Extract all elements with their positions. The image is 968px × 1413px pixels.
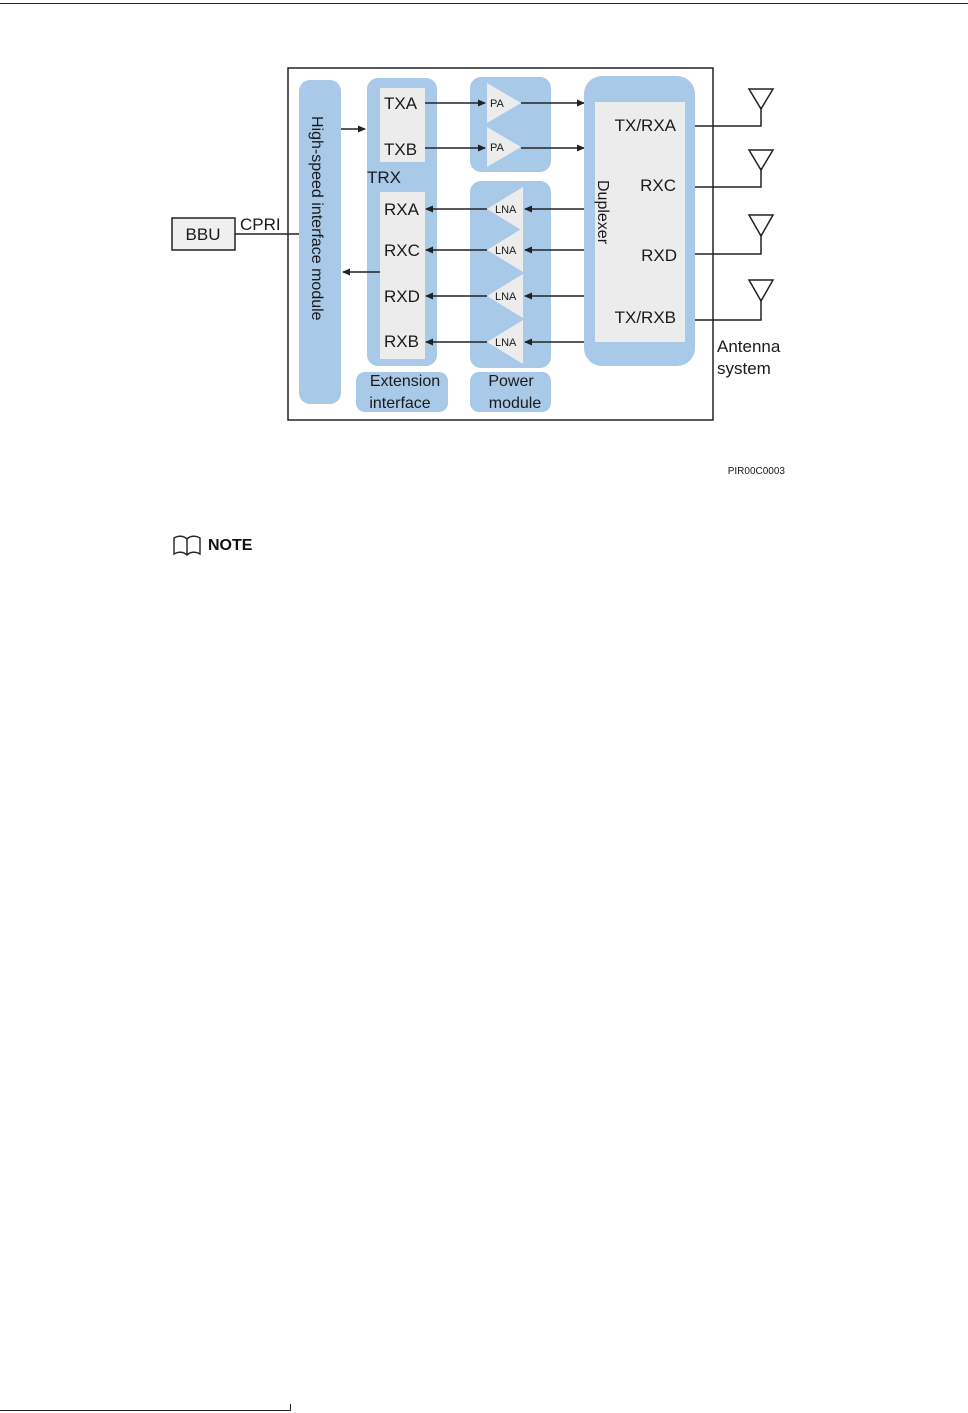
rx-port-label-rxc: RXC <box>384 241 420 260</box>
book-icon <box>172 534 202 558</box>
trx-label: TRX <box>367 168 401 187</box>
interface-module-label: High-speed interface module <box>308 116 325 321</box>
lna-label-3: LNA <box>495 291 517 303</box>
lna-label-2: LNA <box>495 245 517 257</box>
tx-port-label-txb: TXB <box>384 140 417 159</box>
rx-port-label-rxa: RXA <box>384 200 420 219</box>
footer-rule-divider <box>290 1404 291 1411</box>
antenna-system-label-line2: system <box>717 359 771 378</box>
duplexer-label: Duplexer <box>594 180 611 245</box>
duplexer-port-rxd: RXD <box>641 246 677 265</box>
bbu-label: BBU <box>186 225 221 244</box>
note-label: NOTE <box>208 537 252 555</box>
power-module-caption-line2: module <box>489 395 542 412</box>
cpri-label: CPRI <box>240 215 281 234</box>
figure-id: PIR00C0003 <box>728 466 786 477</box>
extension-interface-caption-line1: Extension <box>370 373 440 390</box>
rx-port-label-rxd: RXD <box>384 287 420 306</box>
duplexer-port-txrxa: TX/RXA <box>615 116 677 135</box>
pa-label-a: PA <box>490 98 505 110</box>
extension-interface-caption-line2: interface <box>369 395 430 412</box>
tx-port-label-txa: TXA <box>384 94 418 113</box>
pa-label-b: PA <box>490 142 505 154</box>
lna-label-1: LNA <box>495 204 517 216</box>
rx-port-label-rxb: RXB <box>384 332 419 351</box>
power-module-caption-line1: Power <box>488 373 534 390</box>
note-callout: NOTE <box>172 533 252 559</box>
antenna-system-label-line1: Antenna <box>717 337 781 356</box>
lna-label-4: LNA <box>495 337 517 349</box>
pa-module <box>470 77 551 172</box>
duplexer-port-rxc: RXC <box>640 176 676 195</box>
rru-block-diagram: BBU CPRI High-speed interface module TXA… <box>0 0 968 500</box>
duplexer-port-txrxb: TX/RXB <box>615 308 676 327</box>
footer-rule <box>0 1410 290 1411</box>
